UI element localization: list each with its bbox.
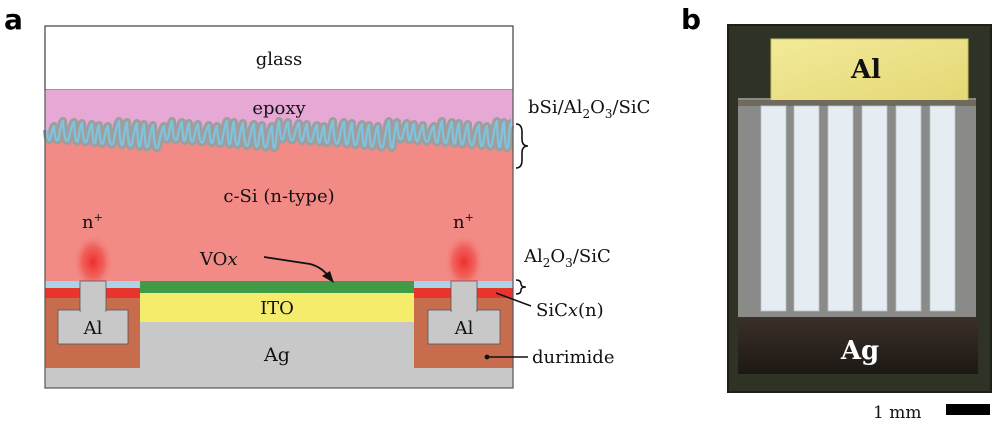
ag-busbar	[738, 317, 978, 374]
al2o3-brace	[515, 279, 527, 295]
finger-electrode	[861, 105, 888, 312]
al-label-left: Al	[83, 318, 103, 339]
finger-electrode	[929, 105, 956, 312]
scale-bar-label: 1 mm	[873, 403, 921, 423]
vox-callout-label: VOx	[199, 249, 238, 270]
al-label-right: Al	[454, 318, 474, 339]
panel-a-letter: a	[4, 3, 23, 36]
bsi-callout-label: bSi/Al2O3/SiC	[528, 97, 650, 121]
bsi-brace	[515, 123, 529, 169]
al-pad-label: Al	[850, 55, 881, 85]
finger-electrode	[827, 105, 854, 312]
finger-electrode	[793, 105, 820, 312]
al-pad	[770, 38, 969, 102]
finger-electrodes	[760, 105, 956, 312]
glass-layer	[44, 25, 514, 91]
vox-arrowhead	[322, 271, 334, 283]
vox-layer	[140, 281, 414, 293]
ag-label: Ag	[263, 344, 290, 366]
n-plus-region-left	[73, 234, 113, 290]
black-silicon-texture-blue	[45, 119, 513, 150]
ito-label: ITO	[260, 298, 294, 319]
durimide-callout-label: durimide	[532, 347, 614, 368]
bottom-ag-strip	[45, 368, 513, 388]
glass-label: glass	[256, 49, 303, 70]
epoxy-label: epoxy	[252, 98, 306, 119]
bulk-silicon-label: c-Si (n-type)	[223, 186, 334, 207]
ito-layer	[140, 293, 414, 322]
finger-electrode	[760, 105, 787, 312]
scale-bar	[946, 404, 990, 415]
n-plus-label-left: n+	[82, 211, 103, 233]
n-plus-label-right: n+	[453, 211, 474, 233]
ag-busbar-label: Ag	[840, 336, 879, 366]
panel-b-letter: b	[681, 3, 701, 36]
panel-a: a	[4, 3, 650, 389]
panel-b: b Al Ag 1 mm	[681, 3, 992, 423]
n-plus-region-right	[444, 234, 484, 290]
stack-outline	[44, 25, 514, 389]
sicx-callout-label: SiCx(n)	[536, 300, 604, 321]
al2o3-callout-label: Al2O3/SiC	[523, 246, 611, 270]
left-contact	[45, 280, 140, 368]
sicx-leader	[495, 292, 532, 307]
finger-electrode	[895, 105, 922, 312]
bulk-silicon	[45, 138, 513, 281]
